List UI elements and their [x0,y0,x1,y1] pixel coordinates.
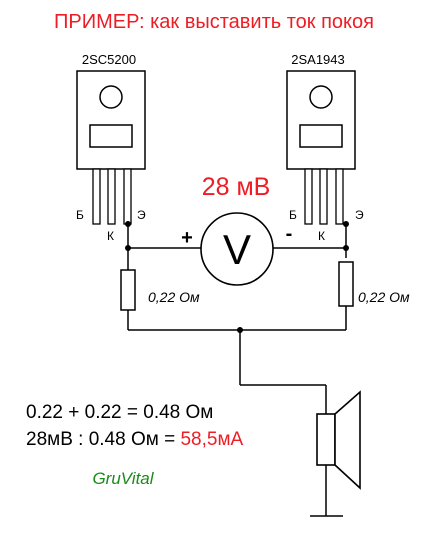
junction-output [237,327,243,333]
voltmeter-symbol: V [223,226,251,273]
transistor-left-pin-e: Э [137,208,146,222]
transistor-right-hole [309,85,333,109]
speaker-icon [316,390,361,490]
formula-line-2-prefix: 28мВ : 0.48 Ом = [26,429,180,450]
speaker-cone [334,390,361,490]
voltmeter-reading: 28 мВ [202,173,271,201]
junctions [125,221,349,333]
transistor-right-pin-b: Б [289,208,297,222]
formula-result: 58,5мА [180,429,243,450]
transistor-right-pin-e: Э [355,208,364,222]
transistor-left-leg-b [92,168,101,225]
resistor-right: 0,22 Ом [338,261,410,307]
transistor-right-part: 2SA1943 [291,52,345,67]
transistor-left: 2SC5200 Б К Э [76,52,146,243]
resistor-left-label: 0,22 Ом [148,289,200,305]
transistor-left-pin-k: К [107,229,114,243]
voltmeter-circle [200,212,274,286]
junction-left-node [125,245,131,251]
speaker-magnet [316,413,336,466]
diagram-title: ПРИМЕР: как выставить ток покоя [54,11,374,33]
transistor-left-pin-b: Б [76,208,84,222]
junction-right-node [343,245,349,251]
transistor-left-tab [89,124,133,148]
transistor-right-tab [299,124,343,148]
transistor-right-leg-k [319,168,328,225]
transistor-left-part: 2SC5200 [82,52,136,67]
transistor-left-leg-e [123,168,132,225]
voltmeter: V + - [181,212,293,286]
resistor-left: 0,22 Ом [120,269,200,311]
transistor-left-hole [99,85,123,109]
transistor-right-leg-b [304,168,313,225]
formula-line-1: 0.22 + 0.22 = 0.48 Ом [26,402,213,423]
resistor-right-body [338,261,354,307]
transistor-left-leg-k [107,168,116,225]
signature: GruVital [92,469,154,488]
voltmeter-minus: - [286,223,293,245]
resistor-left-body [120,269,136,311]
transistor-right: 2SA1943 Б К Э [286,52,364,243]
resistor-right-label: 0,22 Ом [358,289,410,305]
transistor-right-pin-k: К [318,229,325,243]
formula-line-2: 28мВ : 0.48 Ом = 58,5мА [26,429,244,450]
junction-left-emitter [125,221,131,227]
voltmeter-plus: + [181,227,193,249]
transistor-right-leg-e [335,168,344,225]
junction-right-emitter [343,221,349,227]
